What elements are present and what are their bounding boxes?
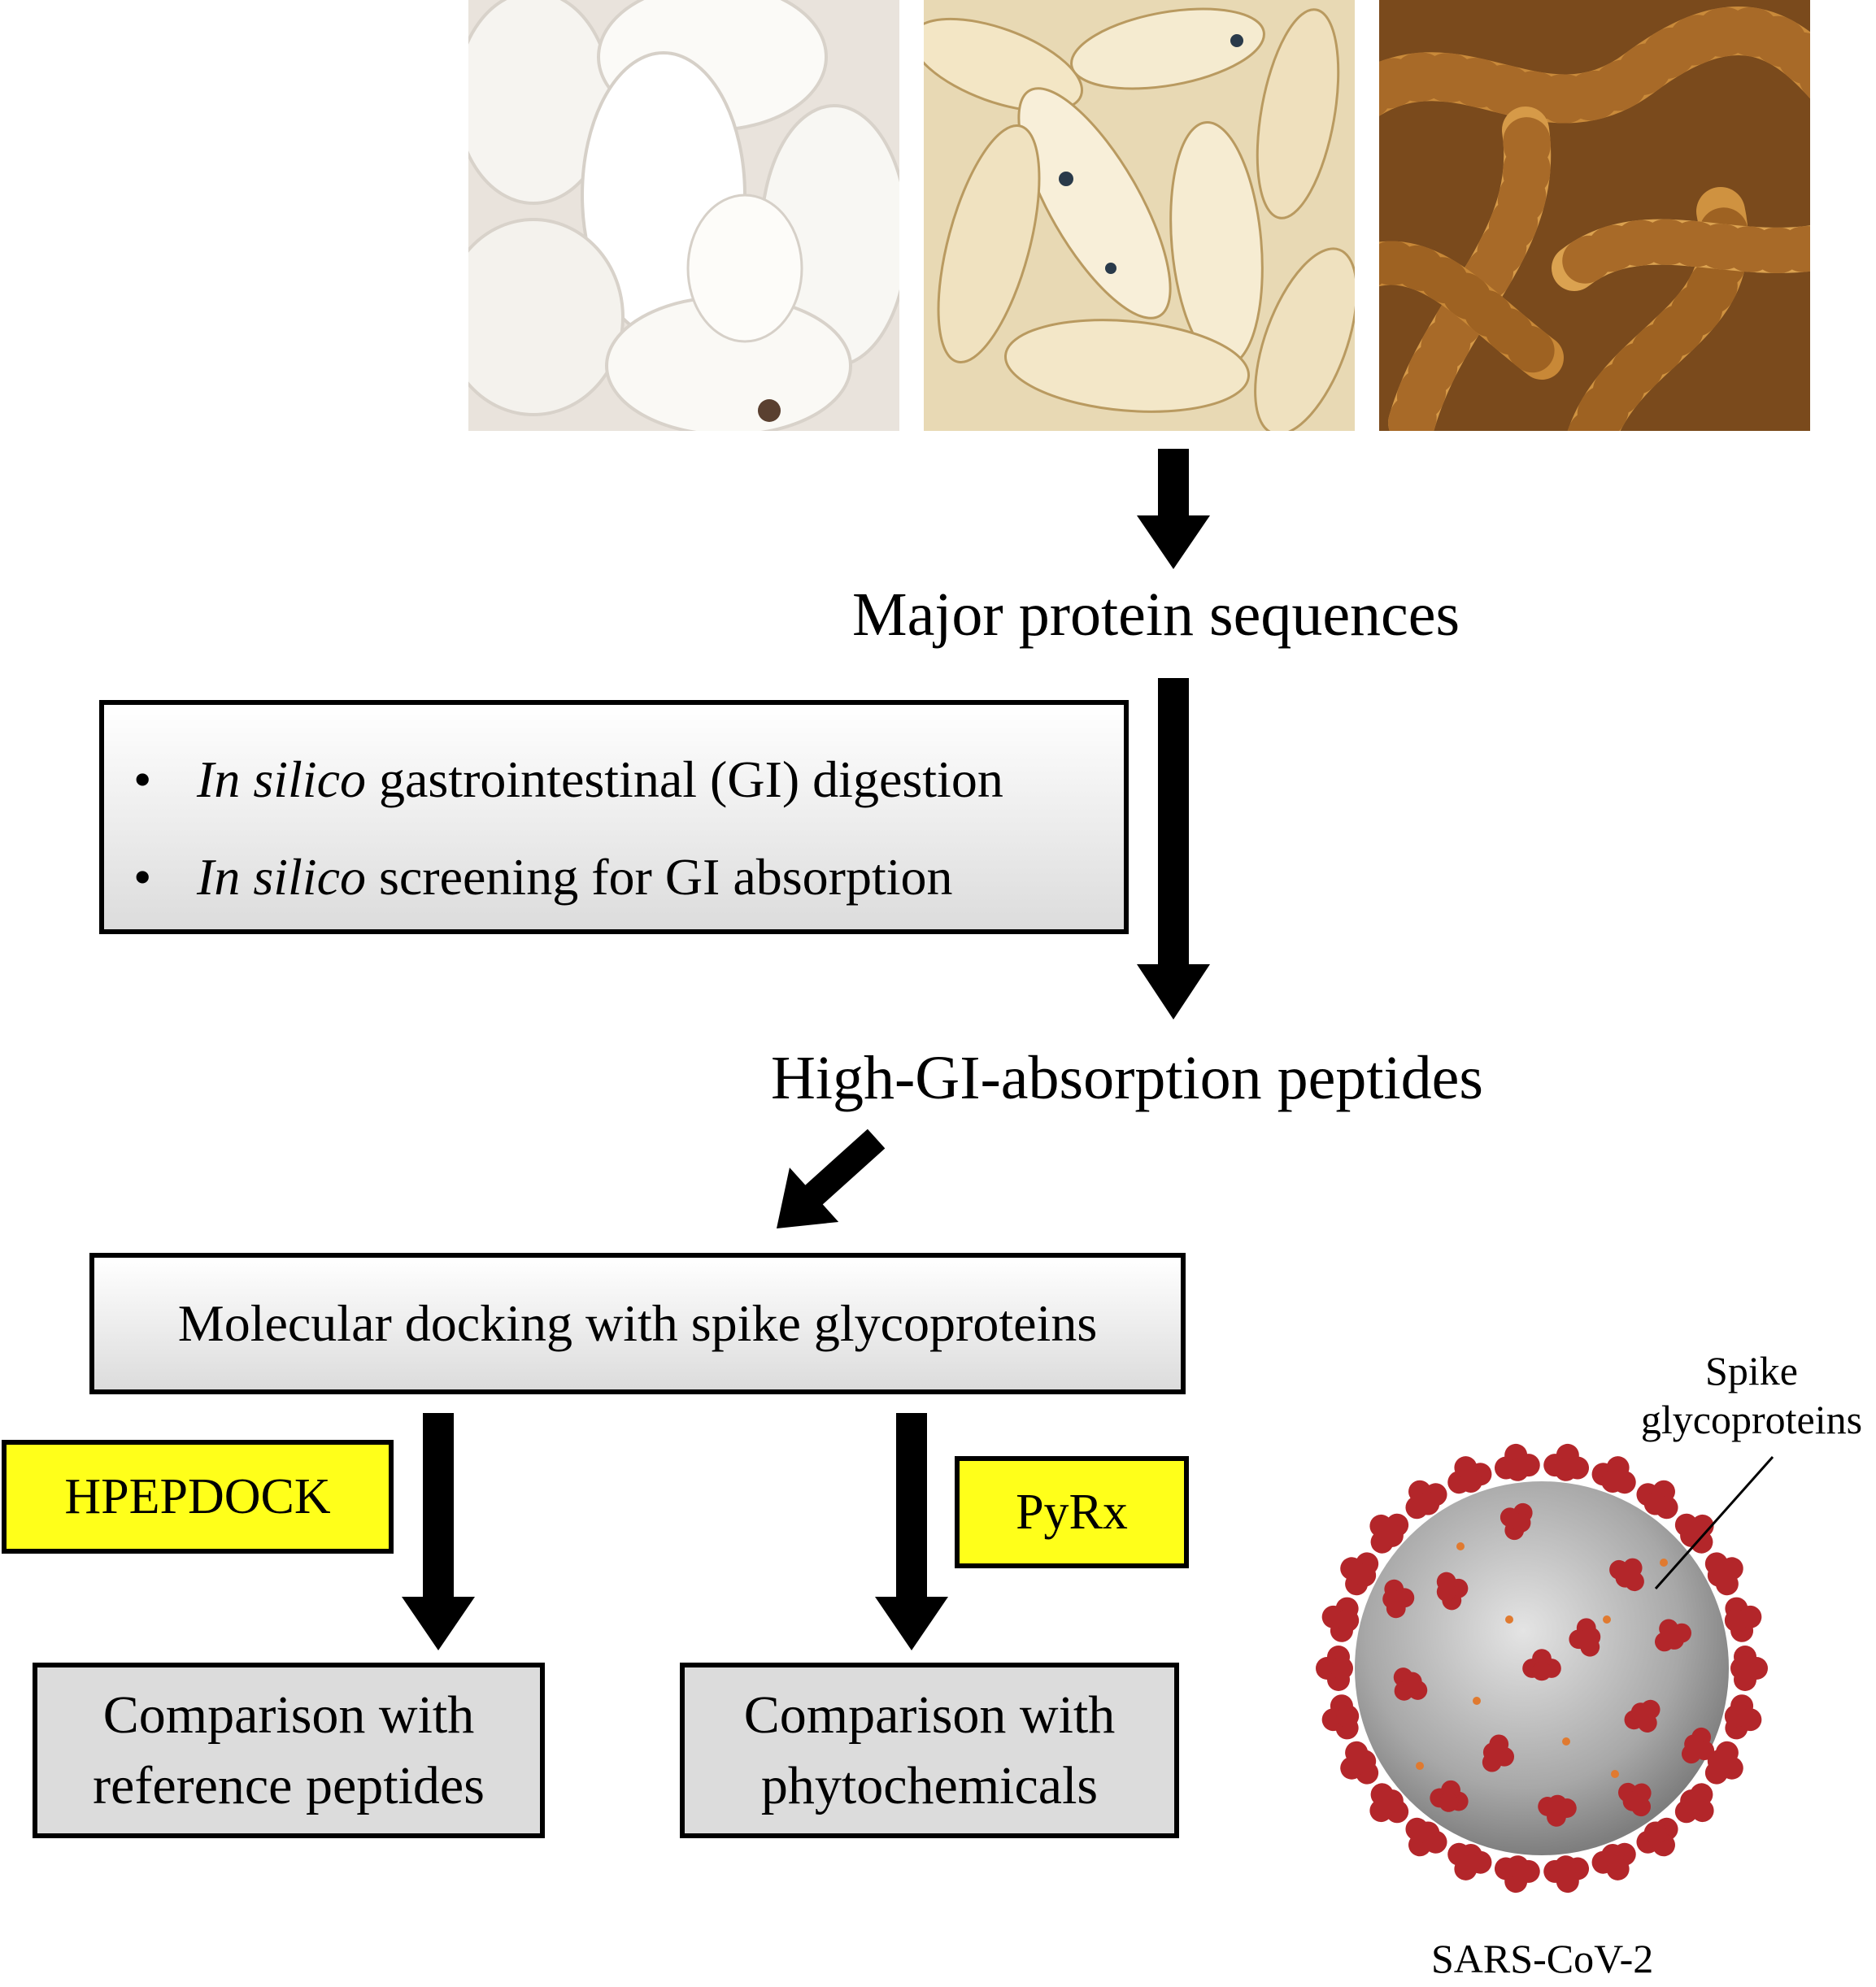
spike-glycoproteins-callout: Spike glycoproteins <box>1621 1346 1876 1444</box>
spike-protein-icon <box>1591 1842 1636 1880</box>
spike-protein-icon <box>1436 1572 1469 1611</box>
spike-protein-icon <box>1382 1579 1415 1619</box>
spike-protein-icon <box>1569 1618 1601 1657</box>
spike-protein-icon <box>1724 1694 1762 1740</box>
spike-protein-icon <box>1369 1513 1409 1554</box>
sars-cov-2-virus-illustration <box>1290 1433 1794 1912</box>
envelope-protein-dot <box>1505 1615 1513 1624</box>
spike-protein-icon <box>1543 1855 1590 1894</box>
spike-protein-icon <box>1494 1443 1540 1481</box>
down-arrow-2 <box>1137 678 1210 1020</box>
spike-protein-icon <box>1494 1855 1540 1894</box>
spike-protein-icon <box>1405 1480 1447 1520</box>
mealworms-photo <box>1379 0 1810 431</box>
spike-protein-icon <box>1369 1783 1409 1824</box>
reference-peptides-text: reference peptides <box>93 1756 485 1815</box>
pyrx-text: PyRx <box>1016 1484 1128 1540</box>
down-arrow-1 <box>1137 449 1210 569</box>
spike-protein-icon <box>1681 1727 1715 1764</box>
spike-protein-icon <box>1430 1780 1469 1812</box>
high-gi-absorption-peptides-label: High-GI-absorption peptides <box>771 1044 1483 1112</box>
spike-protein-icon <box>1447 1456 1492 1494</box>
down-arrow-left <box>402 1413 475 1650</box>
spike-protein-icon <box>1704 1741 1743 1785</box>
silkworm-cocoons-photo <box>468 0 899 431</box>
down-arrow-right <box>875 1413 948 1650</box>
spike-protein-icon <box>1393 1667 1428 1701</box>
glycoproteins-text: glycoproteins <box>1640 1397 1863 1442</box>
spike-protein-icon <box>1636 1817 1678 1857</box>
in-silico-italic: In silico <box>197 750 366 808</box>
spike-text: Spike <box>1705 1348 1798 1394</box>
phytochemicals-text: phytochemicals <box>760 1756 1099 1815</box>
hpepdock-text: HPEPDOCK <box>64 1468 331 1524</box>
spike-protein-icon <box>1340 1741 1379 1785</box>
spike-protein-icon <box>1591 1456 1636 1494</box>
gi-absorption-text: screening for GI absorption <box>365 848 953 906</box>
spike-protein-icon <box>1405 1817 1447 1857</box>
spike-protein-icon <box>1724 1597 1762 1642</box>
spike-protein-icon <box>1499 1502 1533 1541</box>
spike-protein-icon <box>1624 1699 1661 1733</box>
spike-protein-icon <box>1538 1794 1577 1827</box>
in-silico-process-box: • In silico gastrointestinal (GI) digesti… <box>99 700 1129 934</box>
comparison-reference-peptides-box: Comparison with reference peptides <box>33 1663 545 1838</box>
spike-protein-icon <box>1617 1782 1652 1817</box>
envelope-protein-dot <box>1456 1542 1465 1550</box>
spike-protein-icon <box>1522 1649 1561 1681</box>
envelope-protein-dot <box>1473 1697 1481 1705</box>
comparison-with-text: Comparison with <box>102 1685 475 1745</box>
envelope-protein-dot <box>1562 1737 1570 1746</box>
bullet-dot: • <box>133 848 152 906</box>
envelope-protein-dot <box>1603 1615 1611 1624</box>
spike-protein-icon <box>1636 1480 1678 1520</box>
major-protein-sequences-label: Major protein sequences <box>852 580 1460 649</box>
comparison-with-text: Comparison with <box>743 1685 1116 1745</box>
diagonal-arrow <box>777 1128 886 1228</box>
spike-protein-icon <box>1340 1552 1379 1596</box>
pyrx-tool-label: PyRx <box>955 1456 1189 1568</box>
gi-digestion-text: gastrointestinal (GI) digestion <box>365 750 1003 808</box>
spike-protein-icon <box>1321 1694 1360 1740</box>
fly-larvae-photo <box>924 0 1355 431</box>
spike-protein-icon <box>1321 1597 1360 1642</box>
spike-protein-icon <box>1654 1619 1692 1652</box>
spike-protein-icon <box>1482 1734 1515 1772</box>
spike-protein-icon <box>1730 1646 1768 1691</box>
sars-cov-2-caption: SARS-CoV-2 <box>1431 1936 1654 1981</box>
spike-protein-icon <box>1316 1646 1353 1691</box>
callout-pointer-line <box>1651 1454 1797 1596</box>
docking-label: Molecular docking with spike glycoprotei… <box>177 1294 1098 1352</box>
bullet-dot: • <box>133 750 152 808</box>
molecular-docking-box: Molecular docking with spike glycoprotei… <box>89 1253 1186 1394</box>
bullet-gi-digestion: •In silico gastrointestinal (GI) digesti… <box>133 754 1003 806</box>
spike-protein-icon <box>1543 1443 1590 1481</box>
spike-protein-icon <box>1447 1842 1492 1880</box>
spike-protein-icon <box>1609 1558 1644 1592</box>
spike-protein-icon <box>1704 1552 1743 1596</box>
envelope-protein-dot <box>1611 1770 1619 1778</box>
envelope-protein-dot <box>1416 1762 1424 1770</box>
bullet-gi-absorption: • In silico screening for GI absorption <box>133 851 953 903</box>
comparison-phytochemicals-box: Comparison with phytochemicals <box>680 1663 1179 1838</box>
envelope-protein-dot <box>1660 1559 1668 1567</box>
hpepdock-tool-label: HPEPDOCK <box>2 1440 394 1554</box>
in-silico-italic: In silico <box>197 848 366 906</box>
spike-protein-icon <box>1674 1783 1714 1824</box>
